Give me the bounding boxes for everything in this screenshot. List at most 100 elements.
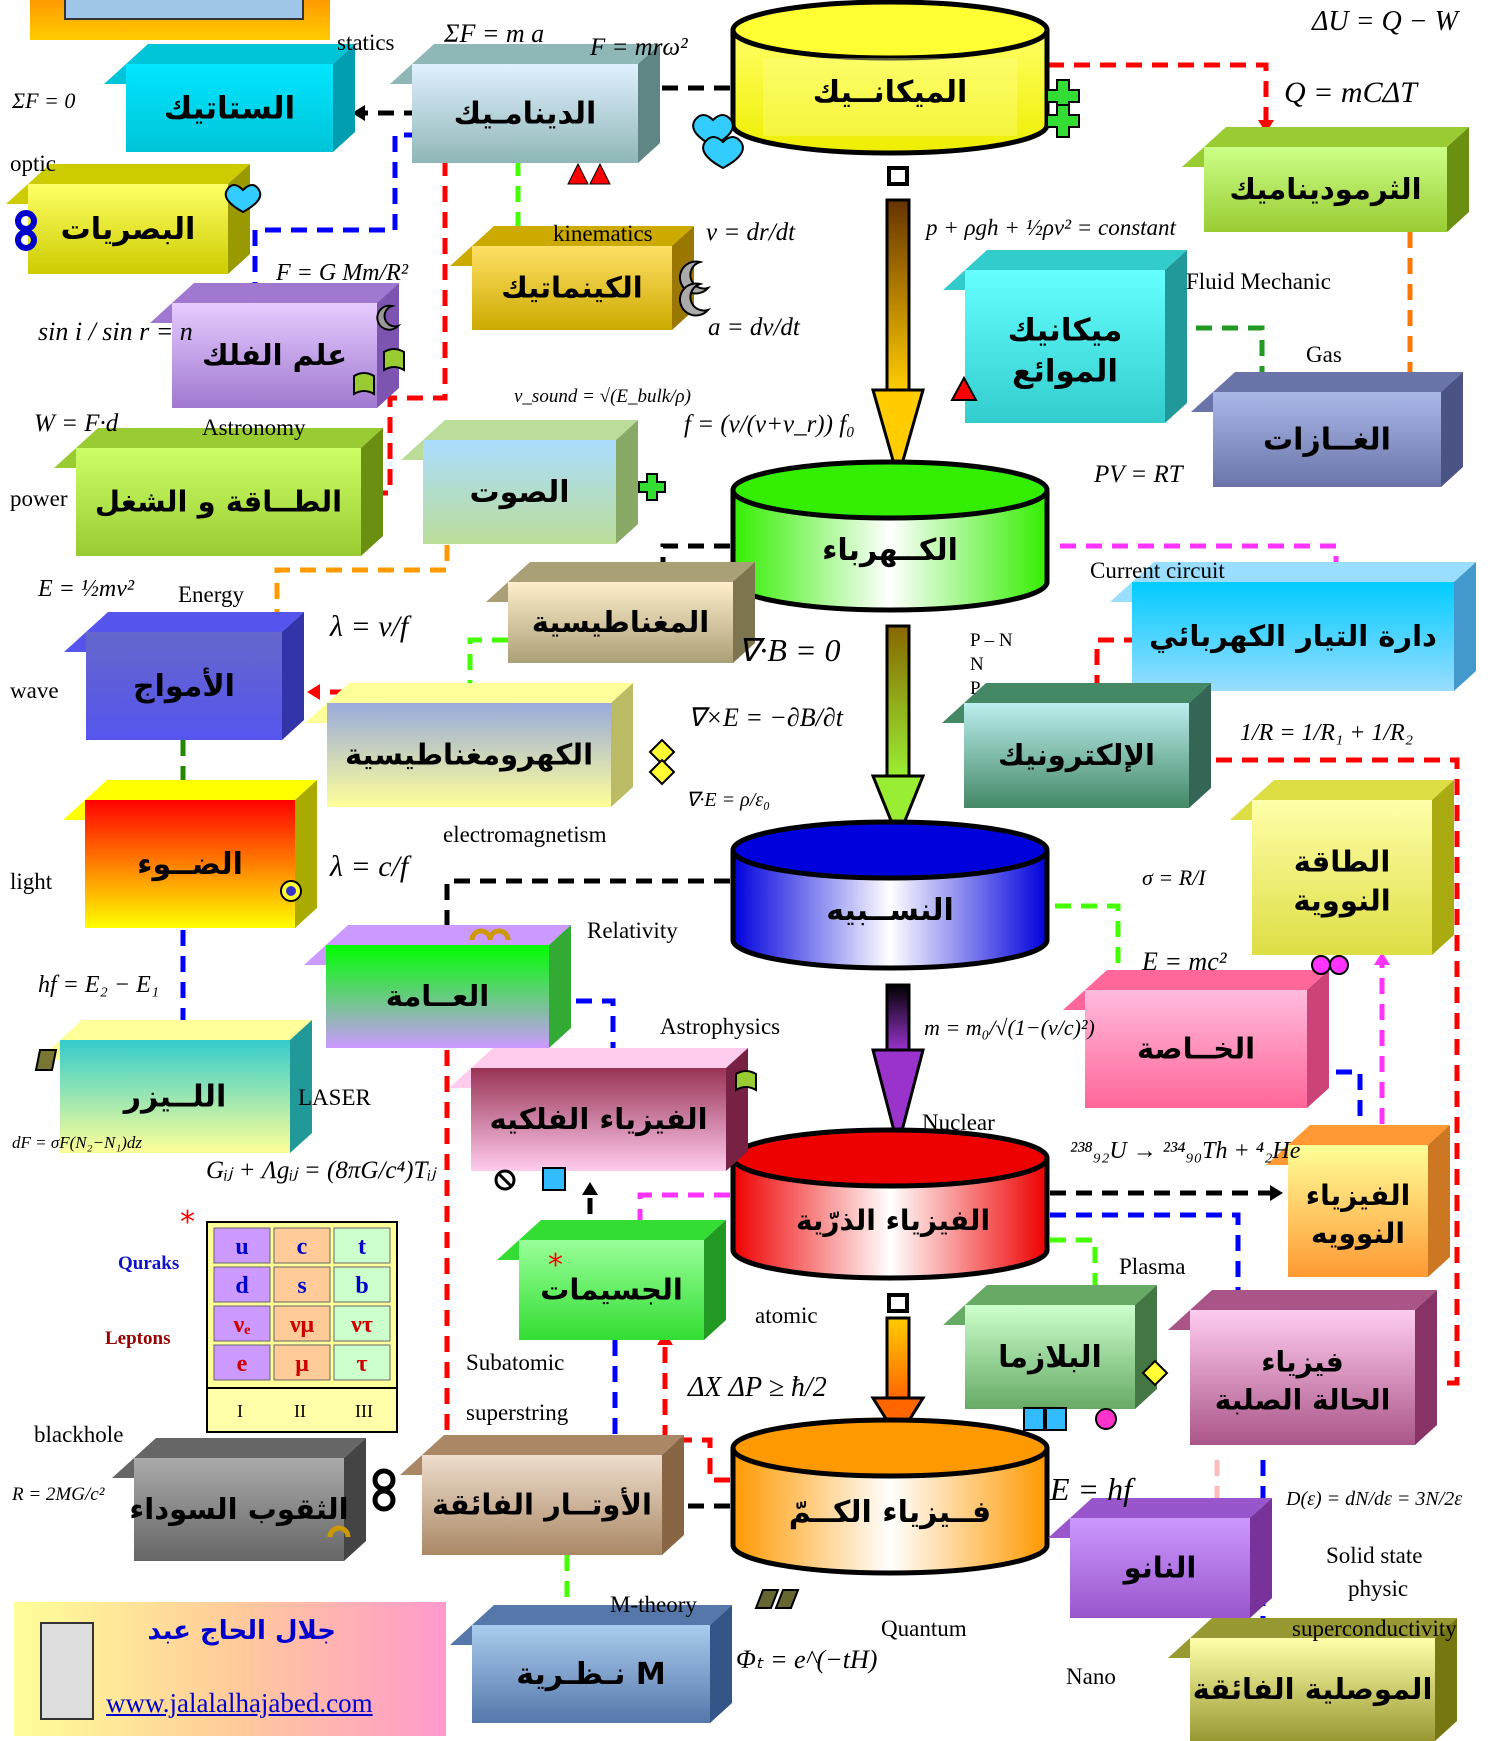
generation-2: II xyxy=(294,1401,306,1421)
box-general[interactable]: العــامة xyxy=(304,925,571,1048)
club-icon xyxy=(1046,104,1080,138)
box-special-label: الخــاصة xyxy=(1137,1032,1255,1066)
formula-light-wavelength: λ = c/f xyxy=(329,850,412,883)
particle-cell: d xyxy=(235,1273,249,1299)
box-optics[interactable]: البصريات xyxy=(6,164,250,274)
box-electronics[interactable]: الإلكترونيك xyxy=(942,683,1211,808)
box-solid-state[interactable]: فيزياء الحالة الصلبة xyxy=(1168,1290,1437,1445)
box-kinematics[interactable]: الكينماتيك xyxy=(450,226,694,330)
box-electromagnetism-label: الكهرومغناطيسية xyxy=(345,738,593,772)
formula-wavelength: λ = v/f xyxy=(329,610,412,643)
box-solid-state-label-1: فيزياء xyxy=(1261,1346,1344,1379)
label-solid1: Solid state xyxy=(1326,1543,1422,1568)
box-light[interactable]: الضــوء xyxy=(63,780,317,928)
box-circuit[interactable]: دارة التيار الكهربائي xyxy=(1110,562,1476,691)
formula-gauss-e: ∇·E = ρ/ε₀ xyxy=(686,789,770,811)
cylinder-quantum[interactable]: فــيزياء الكــمّ xyxy=(730,1417,1050,1576)
svg-text:*: * xyxy=(548,1248,563,1283)
generation-1: I xyxy=(237,1401,243,1421)
box-general-label: العــامة xyxy=(386,979,489,1013)
box-sound[interactable]: الصوت xyxy=(401,420,638,544)
formula-mass-energy: E = mc² xyxy=(1141,947,1228,976)
box-astrophysics-label: الفيزياء الفلكيه xyxy=(489,1102,707,1136)
label-quantum: Quantum xyxy=(881,1616,967,1641)
box-nano[interactable]: النانو xyxy=(1048,1498,1272,1618)
no-sign-icon xyxy=(494,1169,516,1191)
box-statics-label: الستاتيك xyxy=(164,90,295,126)
box-waves[interactable]: الأمواج xyxy=(64,612,304,740)
box-fluid-label-1: ميكانيك xyxy=(1008,313,1123,349)
cylinder-electricity[interactable]: الكــهرباء xyxy=(730,459,1050,613)
spine-arrow-2 xyxy=(870,624,926,843)
label-kinematics: kinematics xyxy=(553,221,653,246)
cylinder-atomic-label: الفيزياء الذرّية xyxy=(796,1204,990,1237)
box-sound-label: الصوت xyxy=(469,475,569,510)
formula-newton: ΣF = m a xyxy=(443,19,544,48)
box-optics-label: البصريات xyxy=(61,212,196,247)
particle-cell: s xyxy=(297,1273,306,1299)
box-gases[interactable]: الغــازات xyxy=(1191,372,1463,487)
triangle-icon xyxy=(567,162,611,185)
box-magnetism[interactable]: المغناطيسية xyxy=(486,562,755,663)
formulas: ΣF = m a F = mrω² ΔU = Q − W Q = mCΔT ΣF… xyxy=(11,6,1462,1674)
author-name: جلال الحاج عبد xyxy=(147,1616,336,1646)
pnp-line-2: N xyxy=(970,654,984,675)
flag-icon xyxy=(353,348,405,396)
box-thermodynamics[interactable]: الثرموديناميك xyxy=(1182,127,1469,232)
formula-schwarzschild: R = 2MG/c² xyxy=(11,1484,105,1505)
author-website-link[interactable]: www.jalalalhajabed.com xyxy=(106,1688,373,1718)
particle-cell: ντ xyxy=(350,1312,373,1338)
infinity-icon xyxy=(372,1468,396,1512)
particle-cell: τ xyxy=(356,1351,367,1377)
cylinder-relativity-label: النســبيه xyxy=(826,893,954,928)
spine-arrow-3 xyxy=(871,983,925,1152)
formula-first-law: ΔU = Q − W xyxy=(1311,6,1461,37)
box-solid-state-label-2: الحالة الصلبة xyxy=(1215,1384,1391,1417)
target-icon xyxy=(280,880,302,902)
formula-uncertainty: ΔX ΔP ≥ ħ/2 xyxy=(687,1372,827,1403)
cylinder-relativity[interactable]: النســبيه xyxy=(730,819,1050,971)
label-energy: Energy xyxy=(178,582,245,607)
box-particles[interactable]: الجسيمات xyxy=(497,1220,726,1340)
formula-photon: hf = E₂ − E₁ xyxy=(38,972,159,998)
box-superconductivity[interactable]: الموصلية الفائقة xyxy=(1168,1618,1457,1741)
top-left-partial-box xyxy=(30,0,330,40)
box-special[interactable]: الخــاصة xyxy=(1063,970,1329,1108)
box-dynamics[interactable]: الدينامـيك xyxy=(390,44,660,163)
formula-laser-gain: dF = σF(N₂−N₁)dz xyxy=(12,1133,142,1152)
box-m-theory[interactable]: نـظـرية M xyxy=(450,1605,732,1723)
arch-icon xyxy=(327,1525,351,1538)
box-black-holes[interactable]: الثقوب السوداء xyxy=(112,1438,366,1561)
loop-icon xyxy=(469,928,511,941)
author-logo xyxy=(40,1622,94,1720)
spine-arrow-1 xyxy=(871,166,925,484)
box-superstrings[interactable]: الأوتــار الفائقة xyxy=(400,1435,684,1555)
cylinder-mechanics[interactable]: الميكانــيك xyxy=(730,0,1050,156)
pnp-line-3: P xyxy=(970,678,981,699)
box-electromagnetism[interactable]: الكهرومغناطيسية xyxy=(305,683,633,807)
box-black-holes-label: الثقوب السوداء xyxy=(129,1492,348,1526)
box-superstrings-label: الأوتــار الفائقة xyxy=(432,1487,652,1522)
infinity-icon xyxy=(15,210,37,251)
heart-icon xyxy=(702,136,744,170)
label-current-circuit: Current circuit xyxy=(1090,558,1225,583)
box-energy-work[interactable]: الطــاقة و الشغل xyxy=(54,428,383,556)
square-icon xyxy=(1023,1407,1067,1431)
box-astrophysics[interactable]: الفيزياء الفلكيه xyxy=(449,1048,748,1171)
formula-snell: sin i / sin r = n xyxy=(38,317,193,346)
box-statics[interactable]: الستاتيك xyxy=(104,44,355,152)
box-plasma[interactable]: البلازما xyxy=(943,1285,1157,1409)
cylinder-atomic[interactable]: الفيزياء الذرّية xyxy=(730,1127,1050,1281)
box-laser[interactable]: اللــيزر xyxy=(38,1020,312,1153)
formula-velocity: v = dr/dt xyxy=(706,219,796,246)
label-mtheory: M-theory xyxy=(610,1592,697,1617)
formula-kinetic: E = ½mv² xyxy=(37,576,135,602)
box-astronomy-label: علم الفلك xyxy=(202,338,347,372)
circles-icon xyxy=(1311,955,1349,975)
particle-cell: e xyxy=(237,1351,248,1377)
